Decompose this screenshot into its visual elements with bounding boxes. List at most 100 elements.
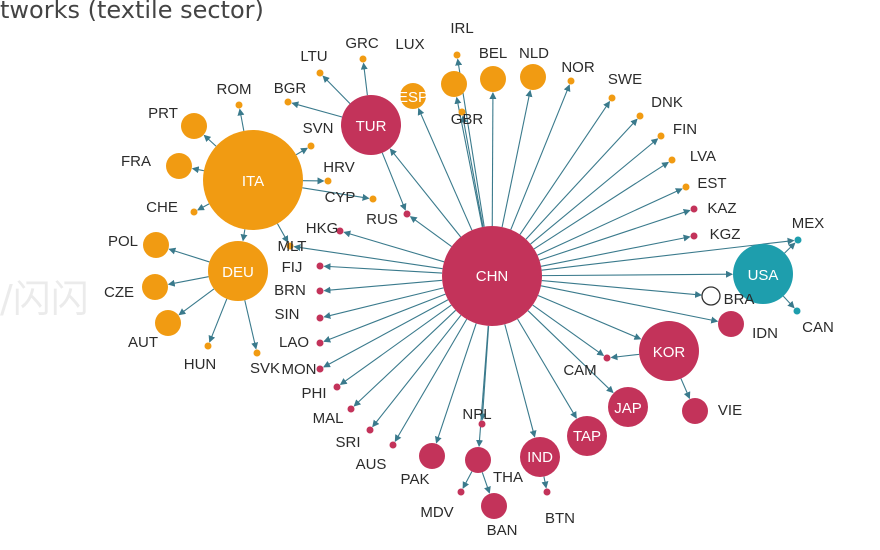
node-pak (419, 443, 445, 469)
node-lao (316, 339, 324, 347)
edge-tur-rus (381, 152, 407, 211)
node-label-brn: BRN (274, 282, 306, 299)
node-lva (668, 156, 676, 164)
node-esp (400, 83, 426, 109)
edge-chn-esp (417, 107, 473, 231)
node-label-lao: LAO (279, 334, 309, 351)
node-label-jap: JAP (614, 400, 642, 417)
node-label-pak: PAK (401, 471, 430, 488)
node-cam (603, 354, 611, 362)
edge-ita-fra (191, 166, 204, 174)
node-lux (441, 71, 467, 97)
edge-ita-svn (295, 147, 308, 156)
node-label-swe: SWE (608, 71, 642, 88)
node-ban (481, 493, 507, 519)
node-label-nld: NLD (519, 45, 549, 62)
edge-ita-prt (203, 134, 217, 147)
edge-chn-est (537, 188, 683, 256)
edge-tur-grc (360, 62, 368, 96)
node-label-tha: THA (493, 469, 523, 486)
node-label-lux: LUX (395, 36, 424, 53)
node-label-nor: NOR (561, 59, 595, 76)
node-rom (235, 101, 243, 109)
edge-chn-cam (532, 304, 605, 356)
edge-chn-bra (541, 279, 703, 299)
node-label-deu: DEU (222, 264, 254, 281)
node-label-fra: FRA (121, 153, 151, 170)
node-can (793, 307, 801, 315)
edge-kor-cam (610, 353, 640, 361)
node-jap (608, 387, 648, 427)
edge-chn-idn (540, 285, 719, 324)
node-label-svk: SVK (250, 360, 280, 377)
node-mex (794, 236, 802, 244)
edge-chn-usa (541, 270, 734, 278)
node-nor (567, 77, 575, 85)
node-label-chn: CHN (476, 268, 509, 285)
edge-chn-brn (323, 279, 443, 294)
node-pol (143, 232, 169, 258)
edge-chn-mlt (293, 244, 443, 270)
edge-chn-tha (476, 325, 489, 448)
node-label-ban: BAN (487, 522, 518, 539)
edge-chn-fij (323, 263, 443, 274)
node-label-lva: LVA (690, 148, 716, 165)
node-tur (341, 95, 401, 155)
edge-tur-bgr (291, 101, 343, 118)
node-mdv (457, 488, 465, 496)
node-che (190, 208, 198, 216)
node-label-mon: MON (282, 361, 317, 378)
node-dnk (636, 112, 644, 120)
node-aut (155, 310, 181, 336)
edge-chn-mex (541, 237, 795, 271)
node-hun (204, 342, 212, 350)
node-tha (465, 447, 491, 473)
node-bgr (284, 98, 292, 106)
node-label-mdv: MDV (420, 504, 453, 521)
node-label-grc: GRC (345, 35, 379, 52)
node-label-ita: ITA (242, 173, 264, 190)
node-layer (142, 51, 802, 519)
node-label-npl: NPL (462, 406, 491, 423)
edge-deu-svk (244, 300, 259, 350)
edge-deu-hun (208, 298, 228, 343)
node-label-rus: RUS (366, 211, 398, 228)
node-sri (366, 426, 374, 434)
node-ltu (316, 69, 324, 77)
node-label-cam: CAM (563, 362, 596, 379)
node-cyp (369, 195, 377, 203)
node-label-sin: SIN (274, 306, 299, 323)
edge-chn-tap (517, 318, 577, 419)
edge-ita-mlt (276, 223, 289, 243)
edge-ita-cyp (302, 187, 370, 201)
node-label-esp: ESP (398, 89, 428, 106)
node-label-tur: TUR (356, 118, 387, 135)
node-fin (657, 132, 665, 140)
node-chn (442, 226, 542, 326)
node-bra (701, 286, 721, 306)
edge-chn-fin (530, 138, 659, 245)
node-sin (316, 314, 324, 322)
node-label-kaz: KAZ (707, 200, 736, 217)
node-label-fij: FIJ (282, 259, 303, 276)
edge-chn-lva (533, 161, 670, 250)
edge-chn-swe (519, 100, 611, 235)
edge-chn-nld (501, 89, 533, 228)
node-label-kgz: KGZ (710, 226, 741, 243)
edge-chn-phi (339, 304, 452, 385)
node-label-mex: MEX (792, 215, 825, 232)
node-idn (718, 311, 744, 337)
edge-tha-ban (481, 472, 491, 494)
watermark: /闪闪 (0, 277, 89, 321)
node-cze (142, 274, 168, 300)
node-label-aut: AUT (128, 334, 158, 351)
node-label-bra: BRA (724, 291, 755, 308)
node-fra (166, 153, 192, 179)
node-label-prt: PRT (148, 105, 178, 122)
node-rus (403, 210, 411, 218)
node-ind (520, 437, 560, 477)
node-swe (608, 94, 616, 102)
edge-chn-pak (435, 323, 477, 444)
node-label-che: CHE (146, 199, 178, 216)
